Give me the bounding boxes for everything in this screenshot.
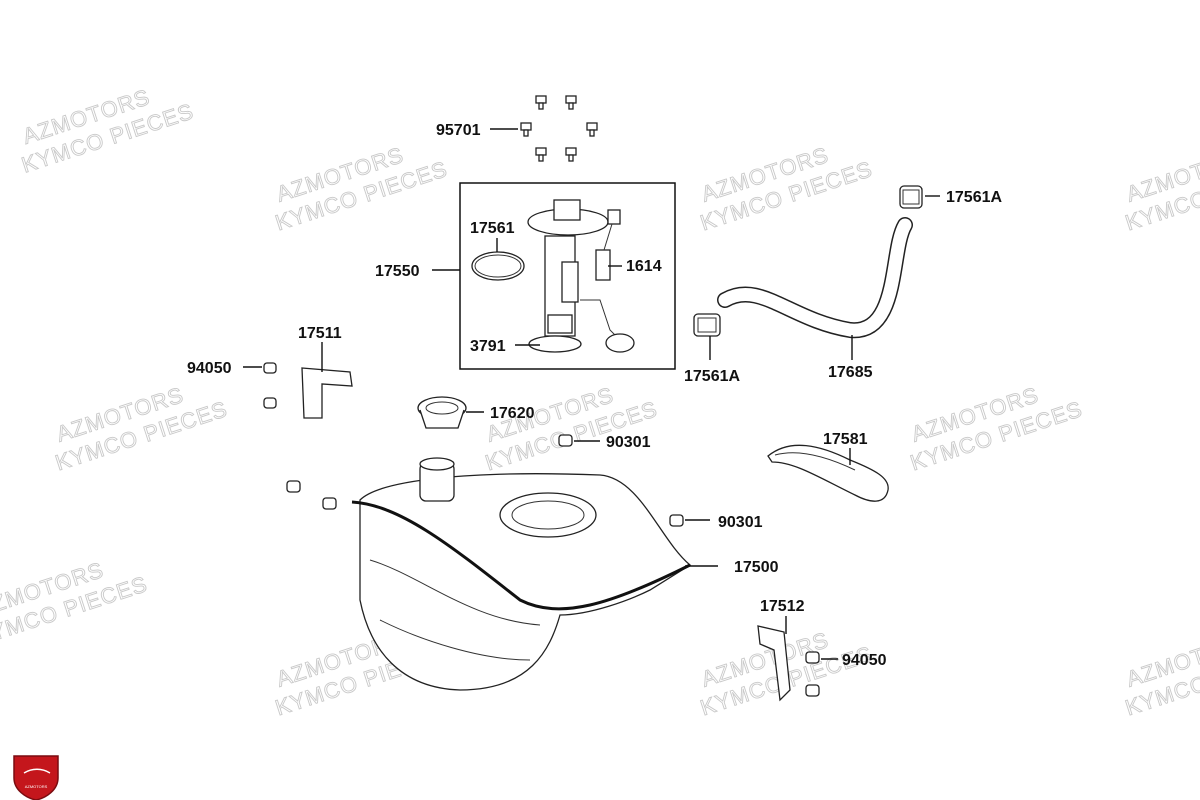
callout-17620: 17620 (490, 405, 535, 422)
callout-17511: 17511 (298, 325, 342, 342)
filler-ring-17620 (417, 396, 467, 429)
nut-free-b (322, 497, 337, 510)
screw-set-95701 (520, 95, 598, 162)
callout-17561: 17561 (470, 220, 515, 237)
callout-95701: 95701 (436, 122, 481, 139)
callout-90301-top: 90301 (606, 434, 651, 451)
callout-90301-mid: 90301 (718, 514, 763, 531)
callout-17561A-mid: 17561A (684, 368, 740, 385)
fuel-pump-assembly-box (459, 182, 676, 370)
heat-shield-17581 (767, 444, 889, 502)
nut-90301-top (558, 434, 573, 447)
logo-text: AZMOTORS (25, 784, 48, 789)
callout-1614: 1614 (626, 258, 662, 275)
callout-3791: 3791 (470, 338, 506, 355)
leader-lines (243, 128, 940, 660)
callout-17550: 17550 (375, 263, 420, 280)
callout-94050-right: 94050 (842, 652, 887, 669)
fuel-hose-17685 (717, 217, 913, 339)
bracket-17512 (757, 625, 791, 702)
callout-17500: 17500 (734, 559, 779, 576)
callout-17581: 17581 (823, 431, 868, 448)
nut-94050-left-b (263, 397, 277, 409)
logo-shield-icon (13, 755, 59, 800)
nut-94050-right-b (805, 684, 820, 697)
callout-labels: 95701 17550 17561 1614 3791 17561A 17561… (187, 122, 1002, 669)
fuel-tank-17500 (351, 457, 692, 691)
azmotors-logo: AZMOTORS (13, 755, 59, 800)
hose-clamp-top (899, 185, 923, 209)
nut-free-a (286, 480, 301, 493)
nut-90301-mid (669, 514, 684, 527)
nut-94050-left-a (263, 362, 277, 374)
nut-94050-right-a (805, 651, 820, 664)
callout-17685: 17685 (828, 364, 873, 381)
bracket-17511 (301, 367, 353, 419)
callout-94050-left: 94050 (187, 360, 232, 377)
logo-swoosh-icon (23, 768, 51, 774)
fuel-pump (527, 199, 635, 353)
hose-clamp-mid (693, 313, 721, 337)
callout-17561A-top: 17561A (946, 189, 1002, 206)
callout-17512: 17512 (760, 598, 805, 615)
watermark-layer: AZMOTORS KYMCO PIECES AZMOTORS KYMCO PIE… (0, 84, 1200, 721)
o-ring-17561 (471, 251, 525, 281)
